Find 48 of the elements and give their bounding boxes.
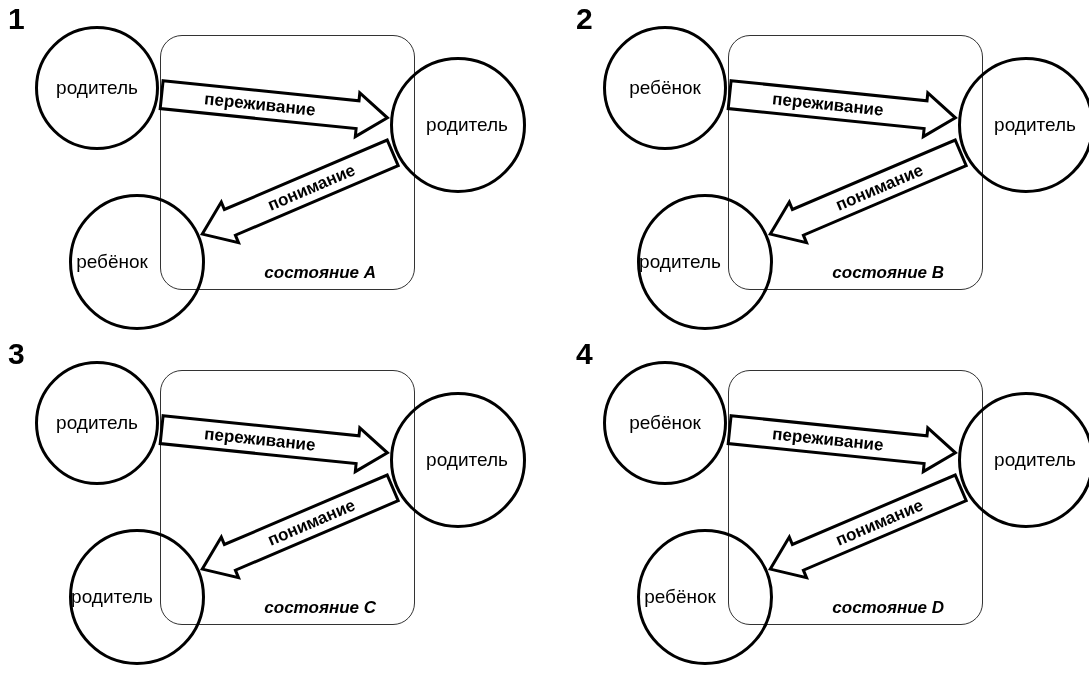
role-label: родитель (426, 114, 508, 136)
role-circle (69, 194, 205, 330)
edge-label: переживание (770, 424, 885, 456)
role-label: родитель (56, 77, 138, 99)
state-label: состояние D (832, 598, 944, 618)
role-circle (637, 529, 773, 665)
panel-number: 3 (8, 337, 25, 371)
role-circle (958, 392, 1089, 528)
role-circle (35, 361, 159, 485)
role-circle (958, 57, 1089, 193)
role-circle (69, 529, 205, 665)
state-label: состояние C (264, 598, 376, 618)
edge-label: переживание (770, 89, 885, 121)
block-arrow (158, 414, 390, 475)
state-frame (728, 35, 983, 290)
block-arrow (158, 79, 390, 140)
block-arrow (767, 473, 969, 580)
role-circle (603, 26, 727, 150)
role-label: родитель (994, 449, 1076, 471)
state-frame (160, 370, 415, 625)
role-label: ребёнок (629, 412, 701, 434)
state-frame (728, 370, 983, 625)
role-label: родитель (56, 412, 138, 434)
role-circle (35, 26, 159, 150)
role-label: родитель (994, 114, 1076, 136)
role-circle (603, 361, 727, 485)
role-circle (390, 392, 526, 528)
role-label: ребёнок (644, 586, 716, 608)
panel-number: 4 (576, 337, 593, 371)
block-arrow (199, 138, 401, 245)
panel-number: 1 (8, 2, 25, 36)
state-label: состояние B (832, 263, 944, 283)
role-circle (390, 57, 526, 193)
role-circle (637, 194, 773, 330)
edge-label: переживание (202, 424, 317, 456)
block-arrow (726, 79, 958, 140)
block-arrow (767, 138, 969, 245)
state-label: состояние A (264, 263, 376, 283)
role-label: родитель (639, 251, 721, 273)
role-label: ребёнок (629, 77, 701, 99)
state-frame (160, 35, 415, 290)
block-arrow (199, 473, 401, 580)
role-label: ребёнок (76, 251, 148, 273)
panel-number: 2 (576, 2, 593, 36)
block-arrow (726, 414, 958, 475)
role-label: родитель (71, 586, 153, 608)
edge-label: переживание (202, 89, 317, 121)
role-label: родитель (426, 449, 508, 471)
